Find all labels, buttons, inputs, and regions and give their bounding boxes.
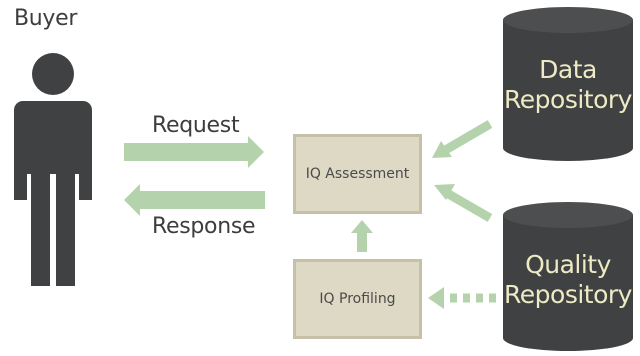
iq-assessment-box: IQ Assessment (293, 134, 422, 214)
response-label: Response (152, 214, 256, 239)
quality-to-profiling-dashed-arrow (428, 287, 496, 309)
iq-profiling-box: IQ Profiling (293, 259, 422, 339)
quality-repository-icon (503, 202, 633, 351)
iq-assessment-label: IQ Assessment (305, 166, 410, 182)
data-repository-label: Data Repository (503, 55, 633, 115)
buyer-label: Buyer (14, 6, 78, 31)
response-arrow (124, 184, 265, 216)
quality-repository-line-2: Repository (504, 280, 632, 309)
data-repo-arrow (432, 120, 493, 158)
request-label: Request (152, 113, 240, 138)
data-repository-line-2: Repository (504, 85, 632, 114)
iq-profiling-label: IQ Profiling (319, 291, 396, 307)
quality-repository-label: Quality Repository (503, 250, 633, 310)
quality-repository-line-1: Quality (525, 250, 611, 279)
data-repository-icon (503, 7, 633, 161)
profiling-to-assessment-arrow (351, 220, 373, 252)
quality-repo-arrow (434, 184, 493, 222)
request-arrow (124, 136, 264, 168)
buyer-icon (14, 53, 92, 286)
data-repository-line-1: Data (539, 55, 597, 84)
